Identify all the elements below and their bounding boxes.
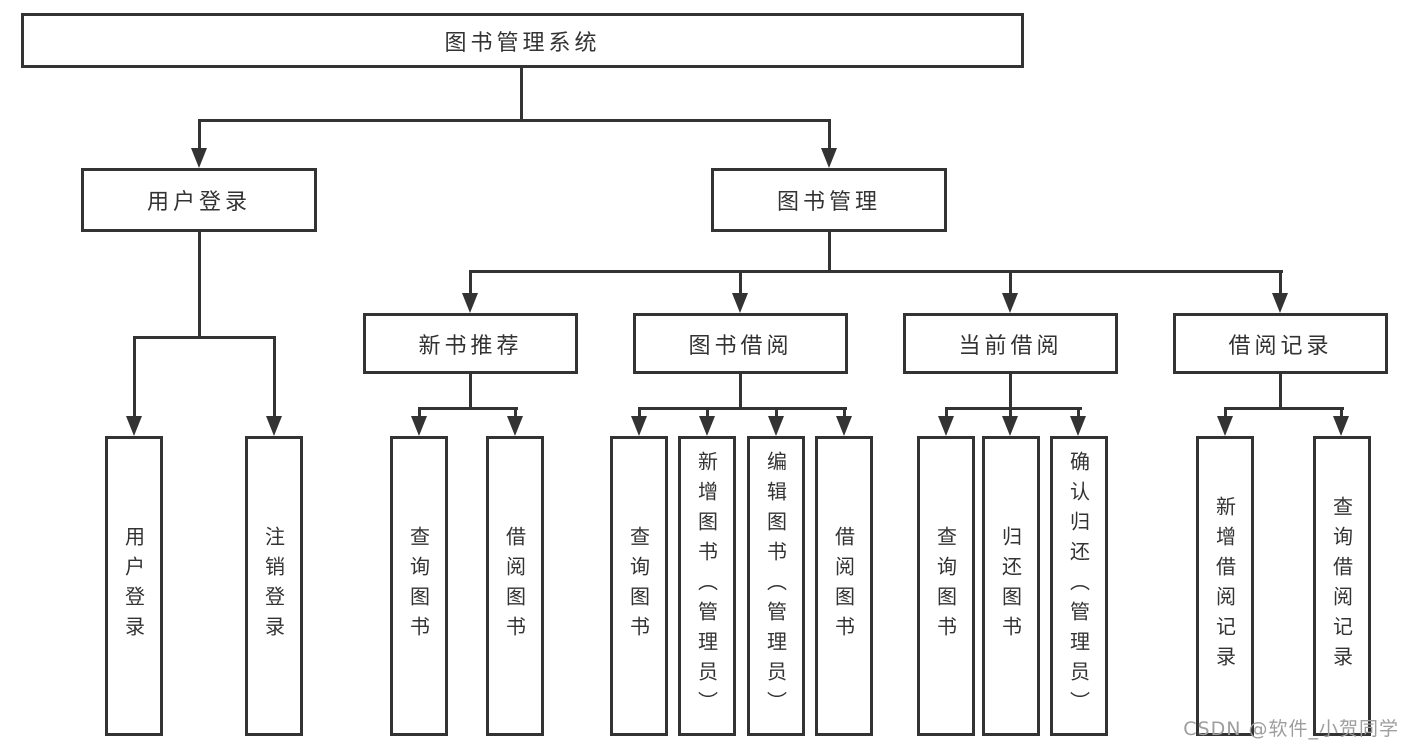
connector-line bbox=[469, 270, 472, 295]
node-book-management: 图书管理 bbox=[711, 168, 947, 232]
arrow-down-icon bbox=[1002, 416, 1018, 436]
connector-line bbox=[520, 68, 523, 120]
leaf-confirm-return-admin: 确认归还（管理员） bbox=[1050, 436, 1108, 736]
leaf-confirm-return-admin-label: 确认归还（管理员） bbox=[1066, 451, 1091, 721]
connector-line bbox=[706, 407, 709, 418]
leaf-logout: 注销登录 bbox=[245, 436, 303, 736]
arrow-down-icon bbox=[631, 416, 647, 436]
node-borrowing-records-label: 借阅记录 bbox=[1228, 333, 1333, 359]
leaf-add-book-admin-label: 新增图书（管理员） bbox=[694, 451, 719, 721]
arrow-down-icon bbox=[699, 416, 715, 436]
leaf-query-borrow-record-label: 查询借阅记录 bbox=[1329, 496, 1354, 676]
leaf-borrow-book-recommendation-label: 借阅图书 bbox=[502, 526, 527, 646]
connector-line bbox=[198, 232, 201, 336]
node-new-book-recommendation-label: 新书推荐 bbox=[418, 333, 523, 359]
leaf-edit-book-admin: 编辑图书（管理员） bbox=[747, 436, 805, 736]
leaf-query-book-current: 查询图书 bbox=[917, 436, 975, 736]
arrow-down-icon bbox=[507, 416, 523, 436]
connector-line bbox=[775, 407, 778, 418]
node-book-borrowing-label: 图书借阅 bbox=[688, 333, 793, 359]
node-root: 图书管理系统 bbox=[21, 13, 1024, 68]
connector-line bbox=[418, 407, 421, 418]
node-new-book-recommendation: 新书推荐 bbox=[363, 313, 578, 374]
connector-line bbox=[1077, 407, 1080, 418]
leaf-user-login: 用户登录 bbox=[105, 436, 163, 736]
arrow-down-icon bbox=[1002, 293, 1018, 313]
connector-line bbox=[418, 407, 518, 410]
arrow-down-icon bbox=[1333, 416, 1349, 436]
leaf-borrow-book-borrowing: 借阅图书 bbox=[815, 436, 873, 736]
connector-line bbox=[133, 336, 136, 418]
connector-line bbox=[469, 374, 472, 407]
node-book-borrowing: 图书借阅 bbox=[633, 313, 848, 374]
leaf-borrow-book-recommendation: 借阅图书 bbox=[486, 436, 544, 736]
connector-line bbox=[739, 374, 742, 407]
connector-line bbox=[1340, 407, 1343, 418]
connector-line bbox=[198, 119, 201, 152]
node-current-borrowing-label: 当前借阅 bbox=[958, 333, 1063, 359]
arrow-down-icon bbox=[821, 148, 837, 168]
connector-line bbox=[828, 232, 831, 270]
connector-line bbox=[945, 407, 1082, 410]
arrow-down-icon bbox=[191, 148, 207, 168]
connector-line bbox=[514, 407, 517, 418]
leaf-query-book-borrowing-label: 查询图书 bbox=[626, 526, 651, 646]
leaf-edit-book-admin-label: 编辑图书（管理员） bbox=[763, 451, 788, 721]
node-book-management-label: 图书管理 bbox=[776, 190, 881, 215]
leaf-query-book-current-label: 查询图书 bbox=[933, 526, 958, 646]
connector-line bbox=[1009, 374, 1012, 407]
connector-line bbox=[1009, 407, 1012, 418]
node-borrowing-records: 借阅记录 bbox=[1173, 313, 1388, 374]
leaf-query-book-borrowing: 查询图书 bbox=[610, 436, 668, 736]
connector-line bbox=[469, 270, 1283, 273]
arrow-down-icon bbox=[1070, 416, 1086, 436]
node-root-label: 图书管理系统 bbox=[444, 30, 601, 56]
leaf-return-book: 归还图书 bbox=[982, 436, 1040, 736]
arrow-down-icon bbox=[732, 293, 748, 313]
node-user-login-label: 用户登录 bbox=[146, 190, 251, 215]
connector-line bbox=[133, 336, 276, 339]
arrow-down-icon bbox=[411, 416, 427, 436]
arrow-down-icon bbox=[1217, 416, 1233, 436]
leaf-return-book-label: 归还图书 bbox=[998, 526, 1023, 646]
leaf-add-book-admin: 新增图书（管理员） bbox=[678, 436, 736, 736]
leaf-query-book-recommendation-label: 查询图书 bbox=[406, 526, 431, 646]
leaf-add-borrow-record: 新增借阅记录 bbox=[1196, 436, 1254, 736]
arrow-down-icon bbox=[768, 416, 784, 436]
connector-line bbox=[1279, 374, 1282, 407]
connector-line bbox=[1009, 270, 1012, 295]
connector-line bbox=[739, 270, 742, 295]
leaf-borrow-book-borrowing-label: 借阅图书 bbox=[831, 526, 856, 646]
arrow-down-icon bbox=[1272, 293, 1288, 313]
arrow-down-icon bbox=[462, 293, 478, 313]
arrow-down-icon bbox=[266, 416, 282, 436]
node-current-borrowing: 当前借阅 bbox=[903, 313, 1118, 374]
leaf-user-login-label: 用户登录 bbox=[121, 526, 146, 646]
connector-line bbox=[638, 407, 641, 418]
connector-line bbox=[198, 119, 831, 122]
csdn-watermark: CSDN @软件_小贺同学 bbox=[1183, 718, 1399, 740]
arrow-down-icon bbox=[836, 416, 852, 436]
leaf-query-borrow-record: 查询借阅记录 bbox=[1313, 436, 1371, 736]
connector-line bbox=[273, 336, 276, 418]
connector-line bbox=[638, 407, 847, 410]
connector-line bbox=[1224, 407, 1227, 418]
connector-line bbox=[1224, 407, 1344, 410]
connector-line bbox=[1279, 270, 1282, 295]
arrow-down-icon bbox=[938, 416, 954, 436]
leaf-query-book-recommendation: 查询图书 bbox=[390, 436, 448, 736]
leaf-logout-label: 注销登录 bbox=[261, 526, 286, 646]
arrow-down-icon bbox=[126, 416, 142, 436]
connector-line bbox=[945, 407, 948, 418]
connector-line bbox=[828, 119, 831, 152]
leaf-add-borrow-record-label: 新增借阅记录 bbox=[1212, 496, 1237, 676]
connector-line bbox=[843, 407, 846, 418]
node-user-login: 用户登录 bbox=[81, 168, 317, 232]
